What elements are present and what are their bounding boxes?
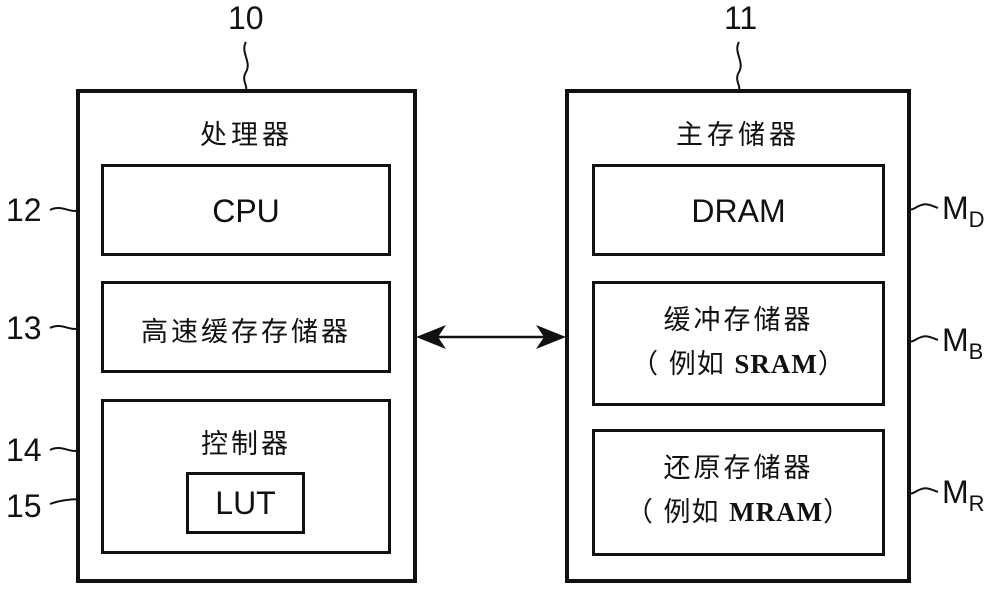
restore-memory-label: 还原存储器 (663, 453, 814, 484)
ref-13: 13 (6, 310, 42, 346)
ref-12: 12 (6, 192, 42, 228)
ref-md-main: M (942, 190, 969, 226)
ref-md: MD (942, 190, 985, 233)
cpu-block: CPU (101, 164, 391, 256)
example-mram: MRAM (729, 497, 824, 527)
leader-line-10 (243, 41, 249, 91)
example-prefix: （ 例如 (631, 349, 735, 380)
buffer-memory-example: （ 例如 SRAM） (595, 342, 882, 381)
leader-line-11 (736, 41, 742, 91)
lut-block: LUT (186, 472, 305, 534)
bidirectional-arrow (416, 325, 566, 349)
cache-label: 高速缓存存储器 (141, 317, 351, 348)
ref-10: 10 (228, 0, 264, 36)
dram-block: DRAM (592, 164, 885, 256)
buffer-memory-label: 缓冲存储器 (663, 305, 814, 336)
cache-block: 高速缓存存储器 (101, 281, 391, 373)
example-suffix: ） (823, 497, 852, 528)
ref-mb-sub: B (968, 339, 984, 364)
ref-mb-main: M (942, 322, 969, 358)
arrowhead-left (416, 325, 446, 349)
lut-label: LUT (215, 485, 276, 521)
processor-title: 处理器 (200, 120, 293, 151)
ref-mb: MB (942, 322, 983, 365)
buffer-memory-block: 缓冲存储器 （ 例如 SRAM） (592, 281, 885, 406)
restore-memory-block: 还原存储器 （ 例如 MRAM） (592, 429, 885, 556)
example-prefix: （ 例如 (625, 497, 730, 528)
example-suffix: ） (817, 349, 846, 380)
controller-label: 控制器 (201, 429, 291, 460)
example-sram: SRAM (734, 349, 818, 379)
main-memory-title: 主存储器 (676, 120, 800, 151)
cpu-label: CPU (212, 193, 280, 229)
arrowhead-right (536, 325, 566, 349)
dram-label: DRAM (691, 193, 786, 229)
ref-mr-sub: R (968, 491, 985, 516)
ref-15: 15 (6, 488, 42, 524)
restore-memory-example: （ 例如 MRAM） (595, 490, 882, 529)
ref-mr: MR (942, 474, 985, 517)
ref-14: 14 (6, 432, 42, 468)
ref-11: 11 (724, 0, 758, 36)
ref-md-sub: D (968, 207, 985, 232)
ref-mr-main: M (942, 474, 969, 510)
